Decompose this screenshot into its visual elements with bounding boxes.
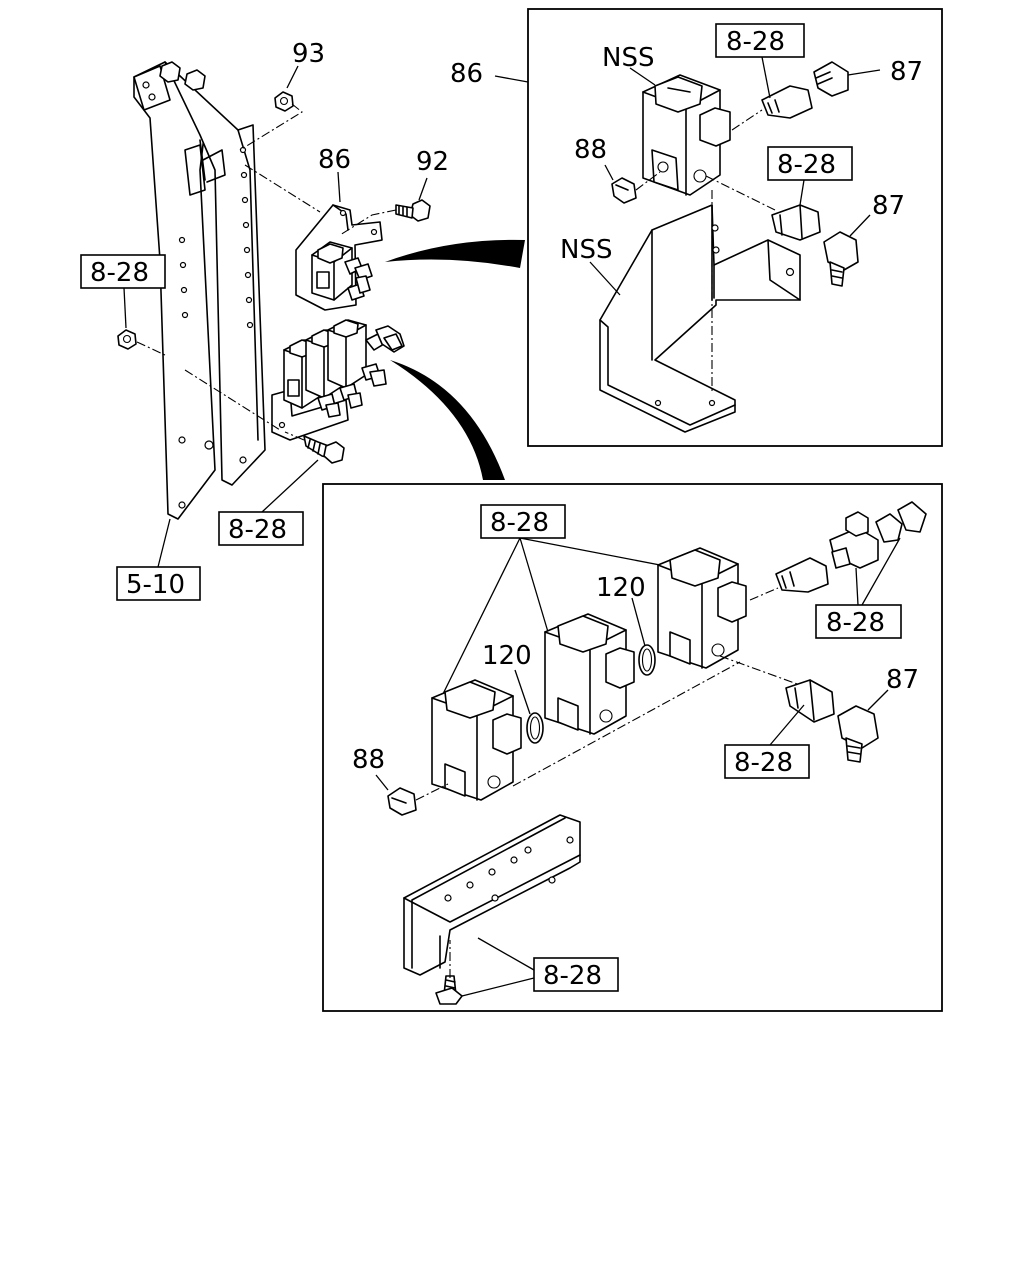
label-8-28-bottom-fitting: 8-28 bbox=[734, 748, 793, 778]
bolt-lower bbox=[261, 431, 345, 513]
label-87-top: 87 bbox=[890, 57, 923, 87]
leader-86-callout bbox=[494, 75, 529, 83]
rail-holes bbox=[178, 236, 214, 509]
label-box-bolt bbox=[218, 511, 304, 546]
label-box-5-10 bbox=[116, 566, 201, 601]
label-5-10: 5-10 bbox=[126, 570, 185, 600]
label-box-mid-fitting bbox=[767, 146, 853, 181]
label-86: 86 bbox=[318, 145, 351, 175]
label-8-28-bolt: 8-28 bbox=[228, 515, 287, 545]
nut-93 bbox=[239, 65, 303, 151]
label-120-b: 120 bbox=[482, 641, 532, 671]
label-93: 93 bbox=[292, 39, 325, 69]
nut-left bbox=[117, 287, 281, 431]
label-box-valves bbox=[480, 504, 566, 539]
label-88-bottom: 88 bbox=[352, 745, 385, 775]
label-box-bottom-fitting bbox=[724, 744, 810, 779]
callout-triple-valve bbox=[322, 483, 943, 1012]
label-120-a: 120 bbox=[596, 573, 646, 603]
label-88-top: 88 bbox=[574, 135, 607, 165]
label-box-bracket-bolt bbox=[533, 957, 619, 992]
leader-5-10 bbox=[157, 518, 171, 568]
label-box-tee bbox=[815, 604, 902, 639]
label-8-28-valves: 8-28 bbox=[490, 508, 549, 538]
triple-valve-block bbox=[271, 319, 405, 441]
label-8-28-mid-fitting: 8-28 bbox=[777, 150, 836, 180]
bolt-92 bbox=[339, 177, 431, 236]
callout-single-valve bbox=[527, 8, 943, 447]
label-87-bottom: 87 bbox=[886, 665, 919, 695]
single-valve-assembly bbox=[295, 171, 383, 311]
label-nss-top: NSS bbox=[602, 43, 654, 73]
top-nuts bbox=[159, 61, 206, 91]
part-labels: 93 86 92 8-28 8-28 5-10 86 NSS 8-28 87 8… bbox=[80, 23, 923, 992]
label-box-top-fitting bbox=[715, 23, 805, 58]
label-8-28-tee: 8-28 bbox=[826, 608, 885, 638]
label-8-28-bracket-bolt: 8-28 bbox=[543, 961, 602, 991]
callout-arrows bbox=[385, 239, 525, 480]
label-92: 92 bbox=[416, 147, 449, 177]
label-nss-bracket: NSS bbox=[560, 235, 612, 265]
label-87-mid: 87 bbox=[872, 191, 905, 221]
flange-holes bbox=[239, 146, 254, 464]
label-8-28-top-fitting: 8-28 bbox=[726, 27, 785, 57]
label-86-callout: 86 bbox=[450, 59, 483, 89]
frame-rail-assembly bbox=[133, 61, 266, 520]
label-8-28-left: 8-28 bbox=[90, 258, 149, 288]
label-box-left bbox=[80, 254, 166, 289]
